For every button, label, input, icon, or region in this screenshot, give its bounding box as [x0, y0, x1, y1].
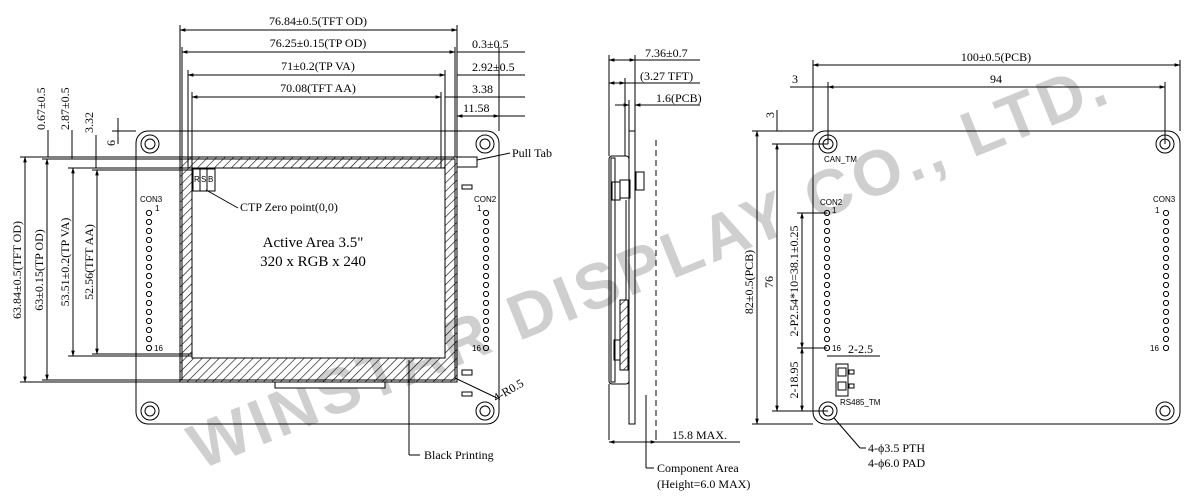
back-con2-pin16: 16: [832, 344, 841, 353]
dim-back-18-95: 2-18.95: [787, 362, 801, 399]
dim-side-thickness: 7.36±0.7: [645, 46, 688, 60]
back-con3-label: CON3: [1153, 195, 1176, 204]
active-area-resolution: 320 x RGB x 240: [260, 254, 366, 270]
dim-left-0-67: 0.67±0.5: [34, 87, 48, 130]
front-con2-label: CON2: [474, 195, 497, 204]
pull-tab-label: Pull Tab: [512, 146, 552, 160]
back-view: [752, 60, 1181, 449]
rs485-switch: [835, 363, 849, 397]
dim-side-max: 15.8 MAX.: [672, 428, 727, 442]
front-view: [20, 25, 525, 456]
front-con2-pin16: 16: [472, 344, 481, 353]
ctp-corner-box: [192, 168, 216, 192]
component-area-height: (Height=6.0 MAX): [657, 477, 750, 491]
rs485-tm-label: RS485_TM: [840, 398, 881, 407]
side-view: [608, 55, 740, 469]
corner-label-s: S: [201, 175, 206, 184]
dim-back-offset-y: 3: [763, 112, 777, 118]
dim-tft-aa-height: 52.56(TFT AA): [82, 224, 96, 300]
dim-side-pcb: 1.6(PCB): [656, 91, 702, 105]
black-printing-label: Black Printing: [424, 448, 494, 462]
corner-label-b: B: [208, 175, 213, 184]
pth-note: 4-ϕ3.5 PTH: [868, 441, 925, 455]
active-area: [191, 167, 446, 359]
front-con3-label: CON3: [140, 195, 163, 204]
pad-note: 4-ϕ6.0 PAD: [868, 456, 926, 470]
dim-tft-od-width: 76.84±0.5(TFT OD): [269, 14, 367, 28]
front-con3-pin1: 1: [155, 204, 160, 213]
can-tm-label: CAN_TM: [824, 155, 857, 164]
back-con2-pin1: 1: [832, 206, 837, 215]
dim-back-hole-span: 94: [990, 72, 1002, 86]
front-con3-pin16: 16: [154, 344, 163, 353]
dim-tft-aa-width: 70.08(TFT AA): [280, 81, 356, 95]
side-pcb: [628, 130, 636, 425]
con3-pads-front: [145, 209, 153, 352]
dim-back-offset-x: 3: [792, 72, 798, 86]
con3-pads-back: [1162, 209, 1170, 352]
dim-tp-od-width: 76.25±0.15(TP OD): [270, 36, 366, 50]
dim-right-3-38: 3.38: [472, 82, 493, 96]
active-area-title: Active Area 3.5": [263, 235, 364, 251]
dim-right-11-58: 11.58: [463, 101, 490, 115]
front-pcb-outline: [135, 130, 500, 425]
pull-tab: [456, 156, 478, 168]
corner-label-r: R: [194, 175, 200, 184]
dim-right-2-92: 2.92±0.5: [472, 60, 515, 74]
radius-note: 4-R0.5: [491, 376, 527, 405]
dim-back-pcb-width: 100±0.5(PCB): [961, 50, 1031, 64]
dim-side-tft: (3.27 TFT): [640, 69, 693, 83]
back-con2-label: CON2: [820, 198, 843, 207]
front-mounting-holes: [140, 134, 495, 421]
con2-pads-back: [823, 209, 831, 352]
dim-back-pcb-height: 82±0.5(PCB): [742, 250, 756, 314]
ctp-zero-label: CTP Zero point(0,0): [240, 200, 338, 214]
dim-tp-va-width: 71±0.2(TP VA): [281, 59, 355, 73]
back-pcb-outline: [812, 130, 1181, 425]
dim-tp-va-height: 53.51±0.2(TP VA): [58, 218, 72, 307]
dim-tp-od-height: 63±0.15(TP OD): [32, 229, 46, 310]
dim-back-hole-span-v: 76: [762, 276, 776, 288]
dim-back-2-2-5: 2-2.5: [848, 342, 873, 356]
dim-tft-od-height: 63.84±0.5(TFT OD): [10, 221, 24, 319]
dim-left-6: 6: [104, 140, 118, 146]
dim-right-0-3: 0.3±0.5: [472, 37, 509, 51]
front-con2-pin1: 1: [477, 204, 482, 213]
dim-left-3-32: 3.32: [82, 112, 96, 133]
bottom-fpc: [274, 381, 386, 389]
tp-outline: [181, 158, 456, 381]
dim-left-2-87: 2.87±0.5: [58, 87, 72, 130]
dim-back-pitch: 2-P2.54*10=38.1±0.25: [787, 225, 801, 336]
component-area-label: Component Area: [657, 461, 739, 475]
con2-pads-front: [482, 209, 490, 352]
back-con3-pin16: 16: [1150, 344, 1159, 353]
back-con3-pin1: 1: [1155, 206, 1160, 215]
